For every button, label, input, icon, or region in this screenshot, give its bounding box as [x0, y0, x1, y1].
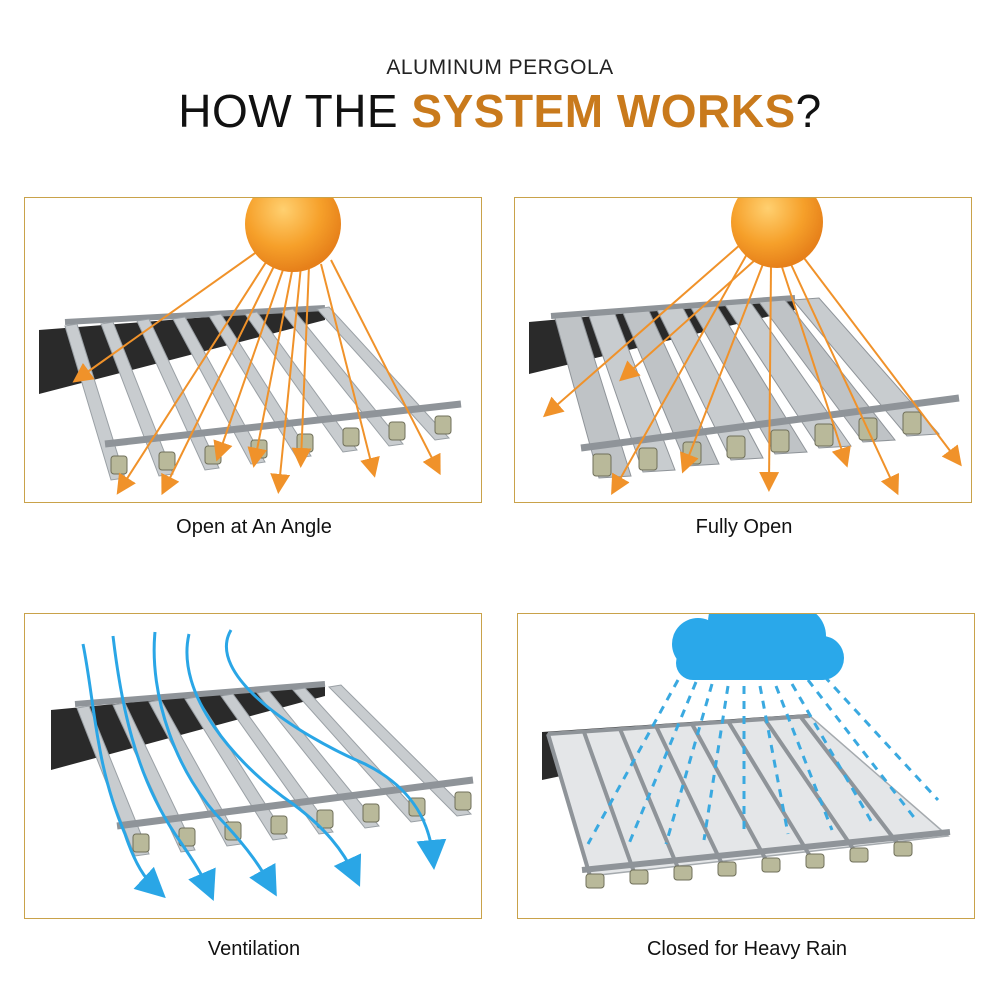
- panel-closed-heavy-rain: [517, 613, 975, 919]
- sun-icon: [731, 198, 823, 268]
- back-rail: [64, 305, 326, 325]
- page-subtitle: ALUMINUM PERGOLA: [386, 56, 614, 79]
- caption-closed-heavy-rain: Closed for Heavy Rain: [646, 938, 848, 960]
- caption-ventilation: Ventilation: [207, 938, 301, 960]
- sun-icon: [245, 198, 341, 272]
- rain-drops: [586, 674, 940, 847]
- title-suffix: ?: [795, 85, 822, 137]
- front-rail: [581, 829, 951, 873]
- louvers: [554, 297, 941, 479]
- front-rail: [116, 776, 474, 830]
- louver-brackets: [132, 791, 472, 853]
- page-title: HOW THE SYSTEM WORKS?: [0, 84, 1000, 138]
- panel-open-at-angle: [24, 197, 482, 503]
- caption-open-at-angle: Open at An Angle: [176, 516, 332, 538]
- sun-rays: [542, 243, 962, 496]
- panel-fully-open: [514, 197, 972, 503]
- pergola-angle-illustration: [39, 198, 462, 496]
- back-rail: [550, 295, 796, 319]
- sun-rays: [72, 245, 441, 496]
- caption-fully-open: Fully Open: [695, 516, 793, 538]
- panel-ventilation: [24, 613, 482, 919]
- back-rail: [74, 681, 326, 707]
- pergola-ventilation-illustration: [51, 629, 474, 902]
- airflow-icon: [81, 629, 447, 902]
- rain-cloud-icon: [672, 614, 844, 680]
- louver-brackets: [585, 841, 913, 889]
- louver-brackets: [592, 411, 922, 477]
- title-accent: SYSTEM WORKS: [411, 85, 796, 137]
- pergola-closed-illustration: [542, 614, 951, 889]
- title-prefix: HOW THE: [178, 85, 412, 137]
- front-rail: [104, 400, 462, 448]
- pergola-open-illustration: [529, 198, 962, 496]
